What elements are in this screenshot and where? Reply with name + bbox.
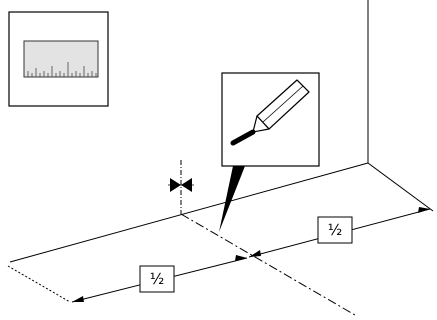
dimension-right-label-box — [317, 216, 353, 244]
ruler-inset — [8, 11, 109, 107]
floor-edge-right — [367, 162, 434, 212]
dimension-left-label-box — [139, 265, 175, 293]
callout-pointer — [219, 166, 245, 232]
ruler-body — [23, 40, 99, 78]
dimension-right: ½ — [248, 207, 431, 258]
floor-edge-left — [7, 265, 71, 303]
dimension-left: ½ — [71, 255, 248, 303]
pencil-marking-icon — [230, 79, 310, 146]
ruler-ticks — [27, 62, 97, 77]
pencil-inset — [219, 72, 320, 232]
centre-mark-icon — [168, 160, 194, 214]
dimension-left-label: ½ — [150, 270, 165, 288]
dimension-right-label: ½ — [328, 221, 343, 239]
wall-baseline-left — [9, 162, 369, 263]
pencil-lead-mark — [230, 129, 256, 146]
tape-measure-icon — [23, 40, 99, 78]
room-corner — [7, 0, 434, 303]
pencil-tip — [252, 115, 270, 133]
